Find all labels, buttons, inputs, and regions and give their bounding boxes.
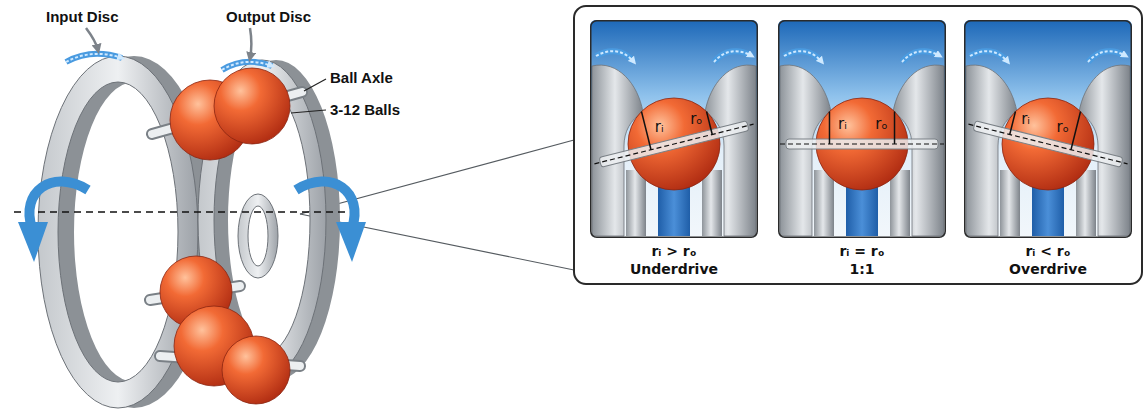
disc-section (1076, 170, 1096, 236)
ratio-name: 1:1 (849, 260, 874, 278)
zoom-leader (300, 140, 574, 214)
disc-rotation (970, 51, 1008, 62)
disc-rotation (902, 51, 940, 62)
axle-centerline (594, 124, 753, 164)
ratio-name: Overdrive (1009, 260, 1087, 278)
ratio-condition: rᵢ < rₒ (1025, 242, 1070, 260)
panel-frame (779, 21, 946, 238)
carrier (238, 194, 278, 278)
contact-radius (894, 111, 896, 144)
ratio-name: Underdrive (630, 260, 718, 278)
disc-rotation (222, 62, 272, 70)
contact-radius (829, 111, 831, 144)
zoom-frame (574, 6, 1142, 284)
disc-rotation (970, 51, 1008, 62)
disc-section (702, 170, 722, 236)
disc-rotation (596, 51, 634, 62)
axle-centerline (780, 143, 944, 144)
disc-rotation (714, 51, 752, 62)
rotation-arrow (29, 182, 88, 228)
disc-section (890, 170, 910, 236)
radius-label: rᵢ (655, 119, 664, 136)
part-label: Input Disc (46, 8, 119, 26)
disc-rotation (66, 54, 122, 62)
disc-section (626, 170, 646, 236)
disc-rotation (784, 51, 822, 62)
disc-rotation (66, 54, 122, 62)
part-label: Ball Axle (330, 69, 393, 87)
ratio-condition: rᵢ = rₒ (839, 242, 884, 260)
axle-centerline (968, 124, 1127, 164)
disc-section (814, 170, 834, 236)
contact-radius (641, 111, 651, 149)
panel-frame (591, 21, 758, 238)
panel-frame (965, 21, 1132, 238)
ball-support (658, 184, 690, 236)
radius-label: rᵢ (838, 116, 847, 133)
rotation-arrow (18, 222, 48, 262)
part-label: 3-12 Balls (330, 101, 400, 119)
zoom-leader (300, 214, 574, 270)
disc-rotation (714, 51, 752, 62)
ball-support (846, 184, 878, 236)
disc-rotation (1088, 51, 1126, 62)
contact-radius (707, 111, 713, 134)
panel-background (778, 20, 946, 238)
rotation-arrow (336, 222, 366, 262)
panel-illustration (590, 20, 758, 238)
disc-section (1000, 170, 1020, 236)
rotation-arrow (296, 182, 355, 228)
disc-rotation (222, 62, 272, 70)
contact-radius (1071, 111, 1081, 149)
disc-rotation (784, 51, 822, 62)
radius-label: rᵢ (1021, 111, 1030, 128)
radius-label: rₒ (1057, 119, 1069, 136)
radius-label: rₒ (875, 116, 887, 133)
disc-rotation (902, 51, 940, 62)
panel-background (590, 20, 758, 238)
ratio-panel: rᵢ rₒ rᵢ = rₒ1:1 (778, 20, 946, 282)
ratio-panel: rᵢ rₒ rᵢ > rₒUnderdrive (590, 20, 758, 282)
disc-rotation (596, 51, 634, 62)
rotation-axis (14, 211, 350, 213)
leader-line (291, 110, 326, 113)
radius-label: rₒ (690, 111, 702, 128)
ratio-panel: rᵢ rₒ rᵢ < rₒOverdrive (964, 20, 1132, 282)
balls (160, 68, 290, 404)
part-label: Output Disc (226, 8, 311, 26)
ball-support (1032, 184, 1064, 236)
panel-illustration (778, 20, 946, 238)
label-pointer (86, 28, 98, 50)
disc-rotation (1088, 51, 1126, 62)
panel-illustration (964, 20, 1132, 238)
leader-line (304, 79, 326, 91)
label-pointer (250, 28, 252, 58)
ratio-condition: rᵢ > rₒ (651, 242, 696, 260)
contact-radius (1010, 111, 1016, 134)
panel-background (964, 20, 1132, 238)
